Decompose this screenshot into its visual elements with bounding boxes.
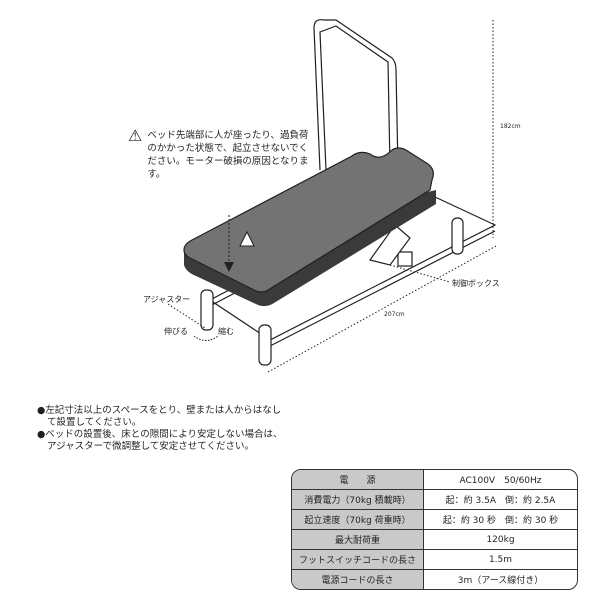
extend-label: 伸びる xyxy=(164,327,188,336)
spec-key: 消費電力（70kg 積載時） xyxy=(292,490,424,510)
spec-value: 起：約 3.5A 倒：約 2.5A xyxy=(424,490,577,510)
spec-value: 起：約 30 秒 倒：約 30 秒 xyxy=(424,510,577,530)
leg xyxy=(451,217,464,255)
note-item: ●ベッドの設置後、床との隙間により安定しない場合は、アジャスターで微調整して安定… xyxy=(37,429,283,452)
table-row: 電源コードの長さ 3m（アース線付き） xyxy=(292,570,577,589)
spec-value: 120kg xyxy=(424,530,577,550)
spec-value: AC100V 50/60Hz xyxy=(424,470,577,490)
spec-key: 電 源 xyxy=(292,470,424,490)
warning-text: ベッド先端部に人が座ったり、過負荷のかかった状態で、起立させないでください。モー… xyxy=(147,130,309,180)
adjuster-label: アジャスター xyxy=(143,295,191,304)
length-label: 207cm xyxy=(384,311,405,318)
shrink-label: 縮む xyxy=(218,327,234,336)
spec-key: 電源コードの長さ xyxy=(292,570,424,589)
control-box xyxy=(397,251,413,267)
leg xyxy=(200,289,214,331)
warning-triangle-icon: ⚠ xyxy=(128,126,143,145)
backrest-frame xyxy=(313,19,399,171)
warning-note: ⚠ ベッド先端部に人が座ったり、過負荷のかかった状態で、起立させないでください。… xyxy=(128,126,317,181)
table-row: 消費電力（70kg 積載時）起：約 3.5A 倒：約 2.5A xyxy=(292,490,577,510)
length-dimension-line xyxy=(267,245,497,373)
leg xyxy=(258,324,272,366)
height-label: 182cm xyxy=(500,123,521,130)
spec-key: 最大耐荷重 xyxy=(292,530,424,550)
mattress-top xyxy=(183,147,434,293)
bed-illustration xyxy=(167,19,497,373)
spec-value: 1.5m xyxy=(424,550,577,570)
note-item: ●左記寸法以上のスペースをとり、壁または人からはなして設置してください。 xyxy=(37,405,282,428)
control-box-label: 制御ボックス xyxy=(452,279,500,288)
installation-notes: ●左記寸法以上のスペースをとり、壁または人からはなして設置してください。 ●ベッ… xyxy=(37,405,287,453)
spec-value: 3m（アース線付き） xyxy=(457,576,544,586)
warning-triangle-icon xyxy=(239,230,255,247)
spec-key: 起立速度（70kg 荷重時） xyxy=(292,510,424,530)
spec-key: フットスイッチコードの長さ xyxy=(292,550,424,570)
table-row: 起立速度（70kg 荷重時）起：約 30 秒 倒：約 30 秒 xyxy=(292,510,577,530)
